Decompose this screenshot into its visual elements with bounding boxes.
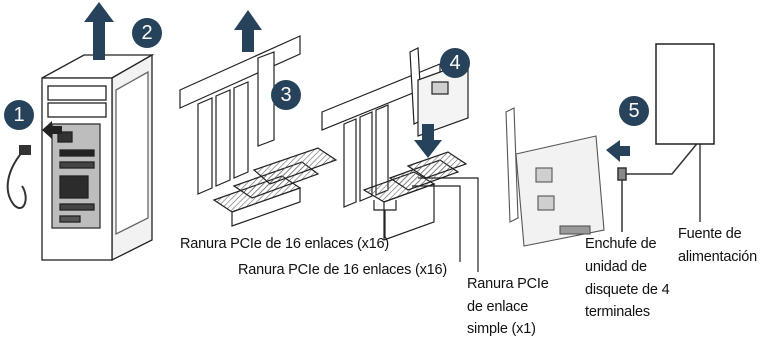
label-x1-slot-line1: Ranura PCIe [467,276,549,292]
label-x16-slot-second: Ranura PCIe de 16 enlaces (x16) [238,262,448,278]
step-badge-3: 3 [271,80,301,110]
slot-callout-lines [373,177,479,272]
step-badge-4: 4 [440,48,470,78]
label-floppy-line4: terminales [585,304,650,320]
label-floppy-line2: unidad de [585,259,647,275]
floppy-cable [617,139,701,232]
label-psu-line1: Fuente de [678,226,742,242]
bracket-assembly-step3 [179,35,338,227]
step-badge-5: 5 [619,96,649,126]
step-badge-2: 2 [132,18,162,48]
power-cord [6,145,31,209]
card-insertion-step4 [321,47,469,241]
label-floppy-line3: disquete de 4 [585,282,670,298]
label-psu-line2: alimentación [678,249,758,265]
label-x16-slot-first: Ranura PCIe de 16 enlaces (x16) [180,236,390,252]
label-x1-slot-line2: de enlace [467,299,529,315]
label-floppy-line1: Enchufe de [585,236,657,252]
remove-bracket-arrow-icon [234,10,262,52]
connect-arrow-icon [606,140,630,162]
unplug-arrow-icon [42,121,62,139]
pc-tower [41,53,155,262]
step-badge-1: 1 [4,100,34,130]
label-x1-slot-line3: simple (x1) [467,321,536,337]
power-supply-box [655,43,715,145]
insert-card-arrow-icon [414,124,442,158]
lift-cover-arrow-icon [84,2,114,60]
installed-card-step5 [505,107,605,247]
